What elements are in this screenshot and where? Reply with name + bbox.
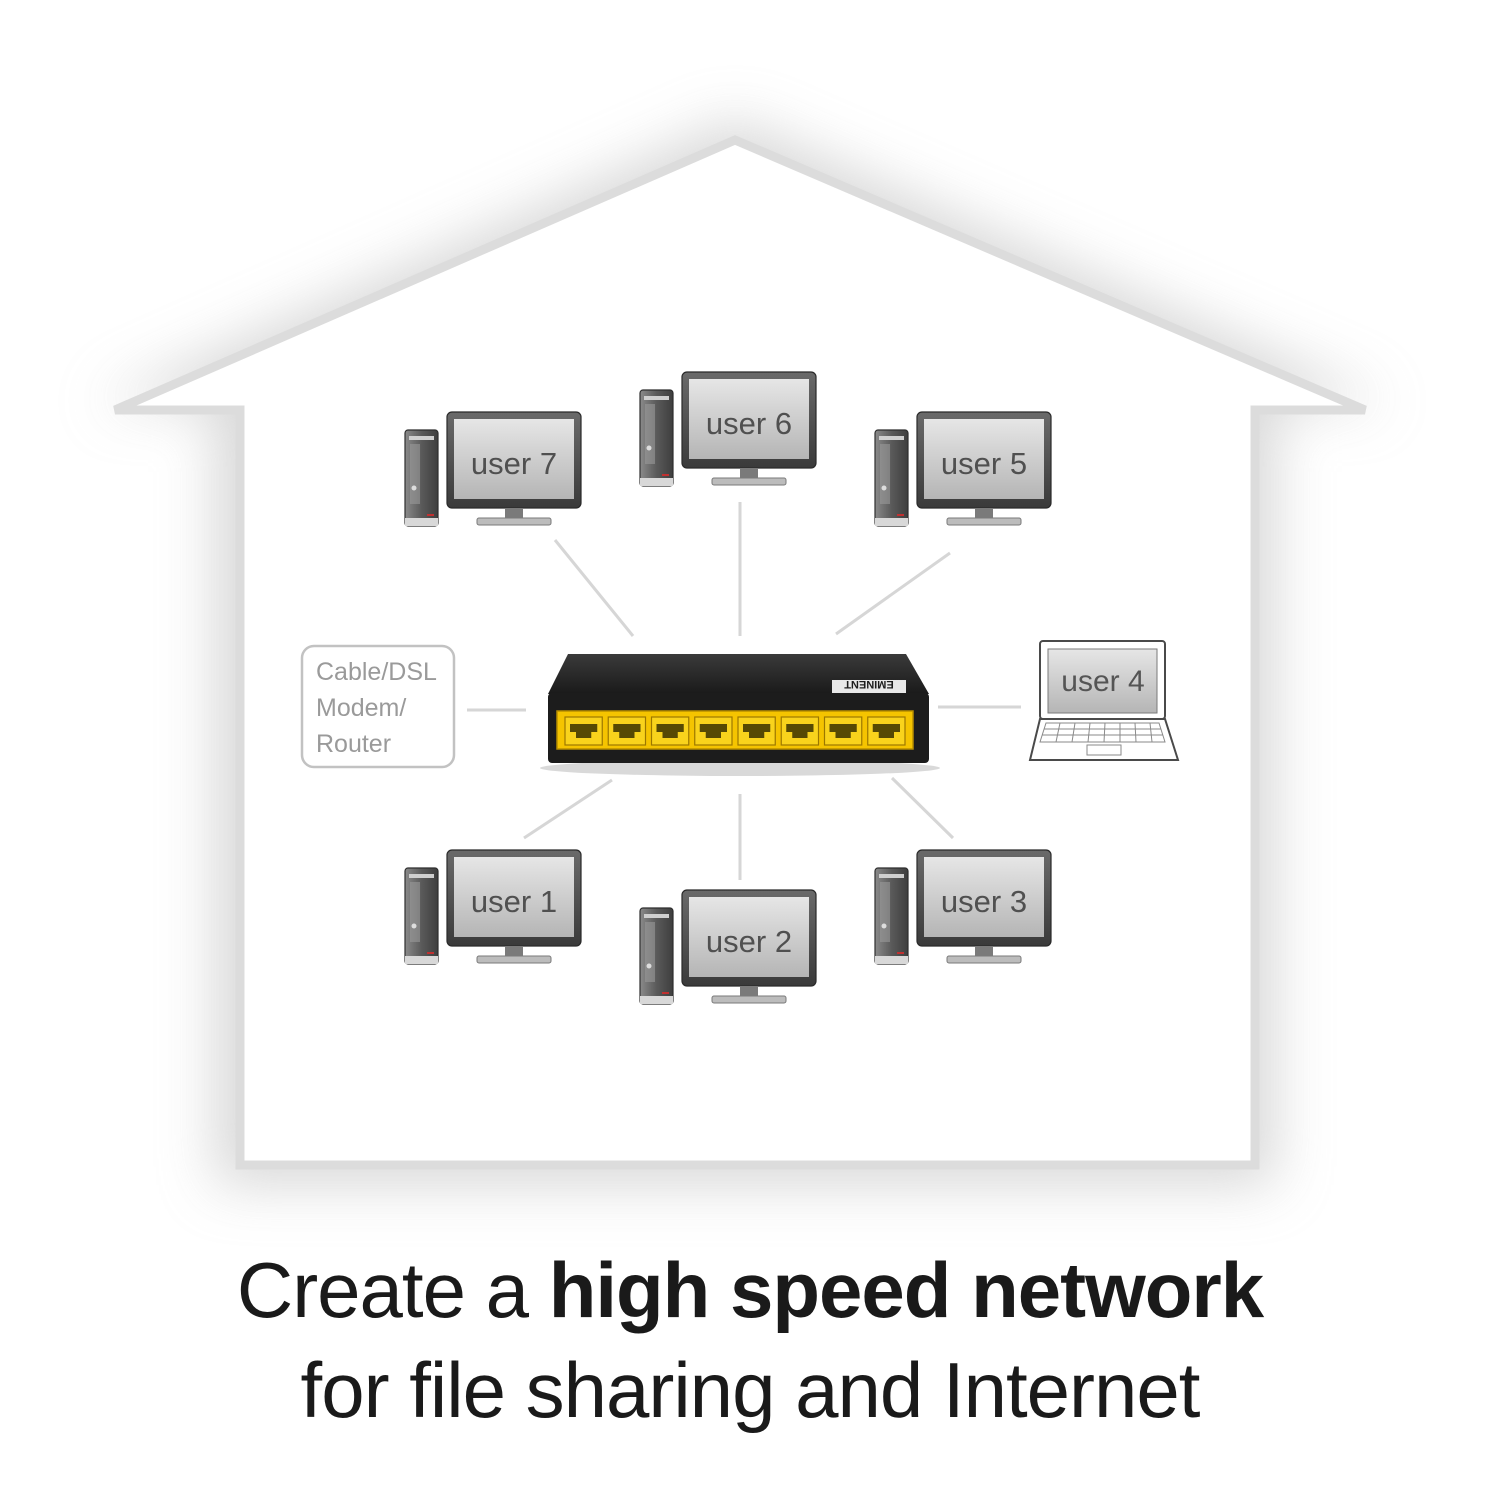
desktop-user5: user 5 xyxy=(874,411,1052,527)
connectors xyxy=(467,502,1021,880)
caption-line2: for file sharing and Internet xyxy=(300,1346,1201,1434)
caption-bold: high speed network xyxy=(548,1246,1264,1334)
monitor-icon: user 3 xyxy=(916,849,1052,964)
desktop-label: user 3 xyxy=(941,884,1027,919)
caption-line1: Create a high speed network xyxy=(0,1245,1500,1336)
switch-brand: EMINENT xyxy=(844,678,894,690)
desktop-label: user 1 xyxy=(471,884,557,919)
modem-label-line3: Router xyxy=(316,730,391,758)
caption-prefix: Create a xyxy=(236,1246,549,1334)
switch-shadow xyxy=(540,760,940,776)
switch-port xyxy=(737,716,776,746)
pc-tower-icon xyxy=(404,867,439,965)
switch-brand-plate xyxy=(832,680,906,693)
desktop-user1: user 1 xyxy=(404,849,582,965)
monitor-icon: user 1 xyxy=(446,849,582,964)
line-user3 xyxy=(890,776,955,840)
desktop-user3: user 3 xyxy=(874,849,1052,965)
switch-port xyxy=(780,716,820,746)
monitor-icon: user 7 xyxy=(446,411,582,526)
switch-port xyxy=(823,716,863,746)
pc-tower-icon xyxy=(874,429,909,527)
desktop-label: user 7 xyxy=(471,446,557,481)
switch-port xyxy=(607,716,647,746)
switch-port xyxy=(650,716,690,746)
line-user1 xyxy=(523,778,613,840)
desktop-user7: user 7 xyxy=(404,411,582,527)
switch-ports xyxy=(564,716,906,746)
desktop-computers: user 7 user 6 user 5 user 1 user 2 user 3 xyxy=(404,371,1052,1005)
desktop-label: user 6 xyxy=(706,406,792,441)
modem-router: Cable/DSL Modem/ Router xyxy=(300,644,456,769)
network-switch: EMINENT xyxy=(540,654,940,776)
laptop-label: user 4 xyxy=(1061,665,1144,698)
desktop-label: user 2 xyxy=(706,924,792,959)
monitor-icon: user 2 xyxy=(681,889,817,1004)
modem-box xyxy=(300,644,456,769)
line-user5 xyxy=(835,551,951,636)
monitor-icon: user 5 xyxy=(916,411,1052,526)
desktop-label: user 5 xyxy=(941,446,1027,481)
pc-tower-icon xyxy=(404,429,439,527)
laptop-user4: user 4 xyxy=(1028,640,1180,761)
desktop-user2: user 2 xyxy=(639,889,817,1005)
switch-port xyxy=(867,716,906,746)
line-user7 xyxy=(553,539,635,637)
pc-tower-icon xyxy=(639,389,674,487)
laptop-keyboard xyxy=(1039,722,1166,756)
laptop-screen xyxy=(1047,648,1158,714)
modem-label-line2: Modem/ xyxy=(316,694,406,722)
modem-label-line1: Cable/DSL xyxy=(316,658,437,686)
monitor-icon: user 6 xyxy=(681,371,817,486)
pc-tower-icon xyxy=(639,907,674,1005)
desktop-user6: user 6 xyxy=(639,371,817,487)
switch-port xyxy=(564,716,603,746)
pc-tower-icon xyxy=(874,867,909,965)
switch-port xyxy=(694,716,733,746)
house xyxy=(95,120,1390,1185)
